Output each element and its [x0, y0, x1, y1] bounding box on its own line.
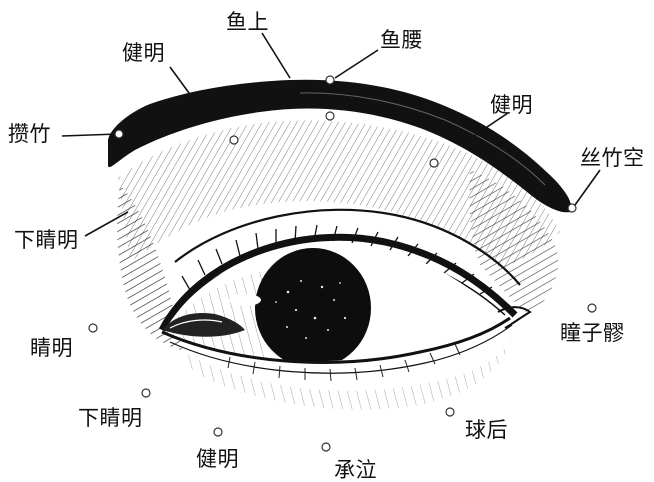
acupoints	[88, 75, 597, 452]
label-xiajingming-upper: 下睛明	[14, 228, 79, 252]
label-qiuhou: 球后	[465, 418, 508, 442]
label-jianming-brow-right: 健明	[490, 93, 533, 117]
label-sizhukong: 丝竹空	[580, 146, 645, 170]
label-jianming-brow-left: 健明	[122, 41, 165, 65]
acupoint-jianming-brow-right	[429, 158, 439, 168]
acupoint-chengqi	[321, 442, 331, 452]
brow-shading	[117, 120, 560, 350]
lower-eyelid	[161, 316, 513, 410]
label-tongziliao: 瞳子髎	[560, 321, 625, 345]
eyebrow	[108, 79, 572, 213]
acupoint-tongziliao	[587, 303, 597, 313]
iris-specks	[275, 280, 347, 339]
iris	[255, 248, 371, 362]
label-xiajingming-lower: 下睛明	[78, 406, 143, 430]
label-yuyao: 鱼腰	[380, 28, 423, 52]
label-chengqi: 承泣	[334, 458, 377, 482]
upper-lid-crease	[174, 208, 521, 286]
leader-lines	[61, 32, 601, 237]
acupoint-qiuhou	[445, 407, 455, 417]
acupoint-xiajingming-lower	[141, 388, 151, 398]
acupoint-jianming-bottom	[213, 427, 223, 437]
acupoint-sizhukong	[567, 203, 577, 213]
acupoint-zanzhu	[114, 129, 124, 139]
upper-eyelid	[158, 224, 518, 332]
acupoint-jianming-brow-left	[229, 135, 239, 145]
acupoint-jingming	[88, 323, 98, 333]
label-jianming-bottom: 健明	[196, 447, 239, 471]
label-jingming: 睛明	[30, 336, 73, 360]
outer-eye-corner	[497, 306, 532, 329]
label-zanzhu: 攒竹	[8, 122, 51, 146]
inner-eye-corner	[162, 312, 245, 337]
acupoint-yushang	[325, 111, 335, 121]
label-yushang: 鱼上	[226, 10, 269, 34]
acupoint-yuyao	[325, 75, 335, 85]
